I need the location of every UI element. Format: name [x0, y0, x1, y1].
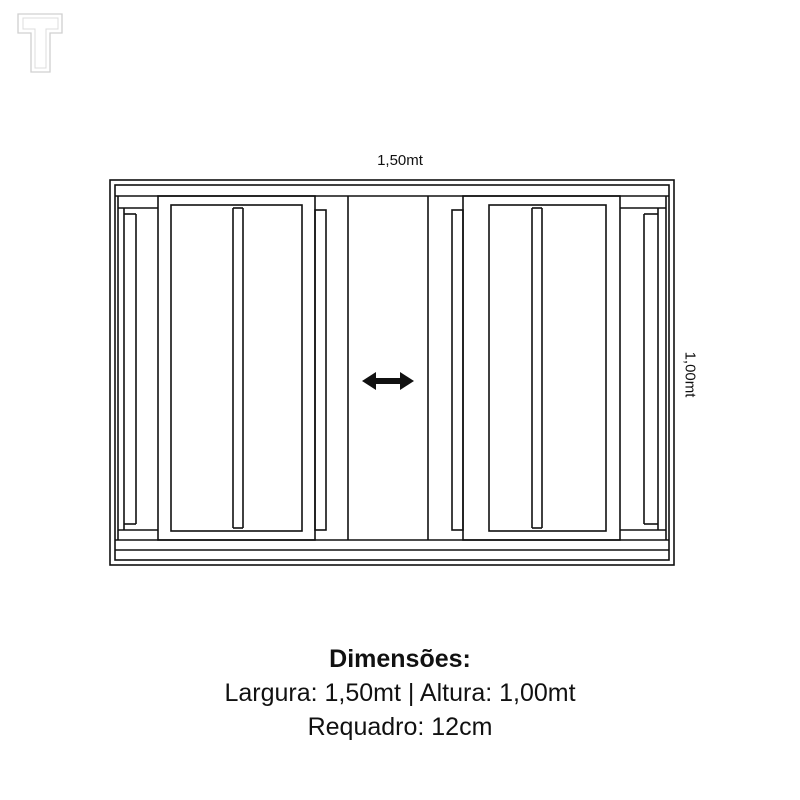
t-logo-inner-icon: [22, 17, 59, 69]
dimensions-caption: Dimensões: Largura: 1,50mt | Altura: 1,0…: [0, 642, 800, 744]
left-handle: [314, 209, 327, 531]
height-dimension-label: 1,00mt: [681, 351, 699, 398]
caption-frame-line: Requadro: 12cm: [307, 713, 493, 741]
left-side-panel: [117, 196, 158, 540]
outer-frame: [109, 179, 675, 566]
caption-size-line: Largura: 1,50mt | Altura: 1,00mt: [224, 679, 576, 707]
left-sliding-sash: [157, 195, 316, 541]
right-handle: [451, 209, 464, 531]
t-logo-icon: [17, 13, 63, 73]
width-dimension-label: 1,50mt: [377, 152, 423, 169]
center-fixed-panel: [347, 196, 429, 540]
right-side-panel: [620, 196, 667, 540]
double-arrow-icon: [362, 372, 414, 390]
right-sliding-sash: [462, 195, 621, 541]
inner-frame: [114, 184, 670, 561]
caption-title: Dimensões:: [329, 645, 471, 673]
